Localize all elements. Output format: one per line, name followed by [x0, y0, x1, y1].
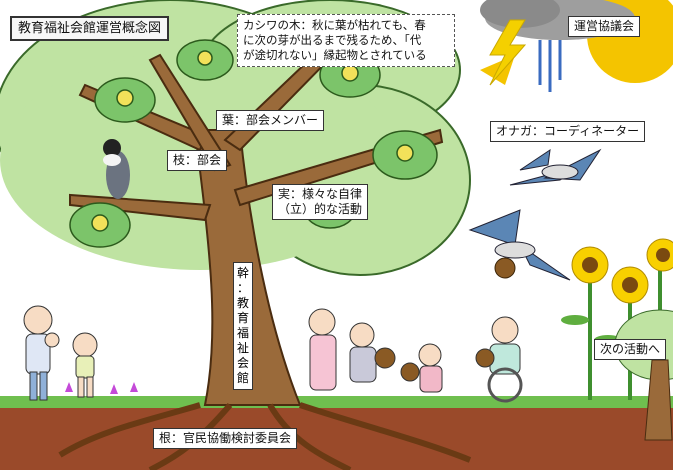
onaga-bird-perched — [103, 139, 130, 199]
onaga-bird-flying-icon — [509, 148, 602, 186]
child — [72, 332, 98, 398]
trunk-label: 幹：教育福祉会館 — [233, 262, 253, 390]
onaga-bird-carrying-acorn-icon — [468, 209, 571, 281]
next-activity-label: 次の活動へ — [594, 339, 667, 360]
fruit-label-line-1: 実：様々な自律 — [278, 187, 363, 201]
note-line-3: が途切れない」縁起物とされている — [243, 48, 427, 62]
bird-label: オナガ：コーディネーター — [490, 121, 646, 142]
fruit-label-line-2: （立）的な活動 — [278, 202, 363, 216]
leaves-label: 葉：部会メンバー — [216, 110, 325, 131]
diagram-title: 教育福祉会館運営概念図 — [10, 16, 170, 41]
elderly-woman — [308, 308, 337, 391]
note-line-1: カシワの木：秋に葉が枯れても、春 — [243, 18, 426, 32]
council-label: 運営協議会 — [568, 16, 641, 37]
people-illustration — [23, 305, 523, 403]
fruit-label: 実：様々な自律 （立）的な活動 — [272, 184, 369, 220]
grass-strip — [0, 396, 673, 408]
man-with-acorn — [349, 322, 396, 383]
sunflowers — [561, 238, 673, 400]
branches-label: 枝：部会 — [167, 150, 228, 171]
kashiwa-note: カシワの木：秋に葉が枯れても、春 に次の芽が出るまで残るため、「代 が途切れない… — [237, 14, 455, 67]
note-line-2: に次の芽が出るまで残るため、「代 — [243, 33, 422, 47]
mother-with-baby — [23, 305, 60, 401]
elder-in-wheelchair — [475, 316, 523, 403]
girl-with-acorn — [400, 343, 443, 393]
crocus-flowers — [65, 382, 138, 394]
roots-label: 根：官民協働検討委員会 — [153, 428, 298, 449]
trunk-label-text: 幹：教育福祉会館 — [236, 266, 249, 385]
